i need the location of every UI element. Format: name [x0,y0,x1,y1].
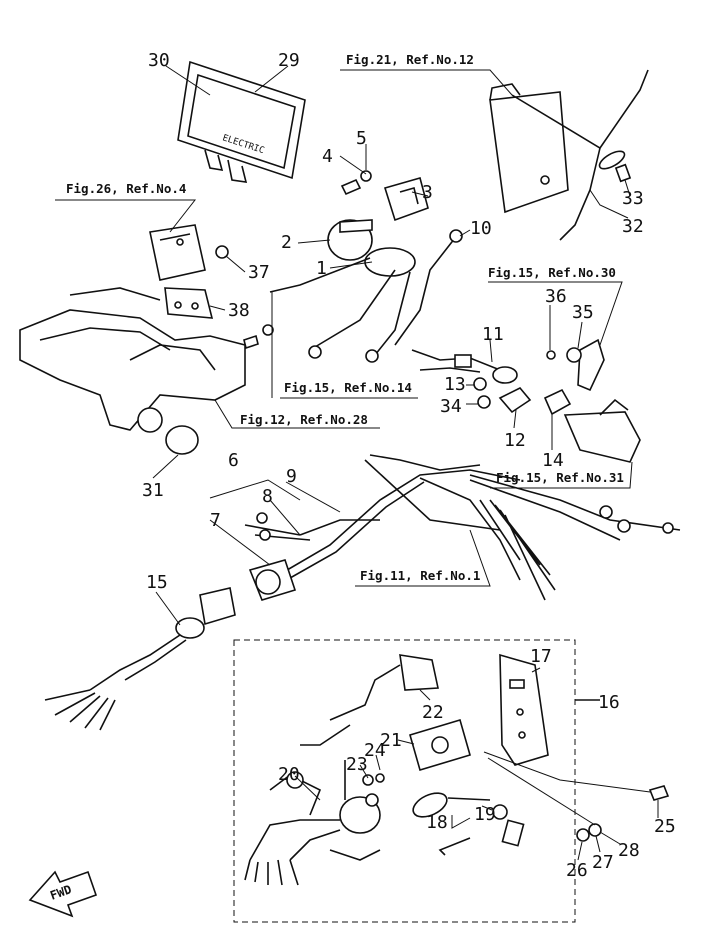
part-number-34: 34 [440,396,462,417]
part-number-16: 16 [598,692,620,713]
part-number-15: 15 [146,572,168,593]
figure-reference-labels: Fig.21, Ref.No.12 Fig.26, Ref.No.4 Fig.1… [55,52,633,587]
mount-bracket [149,224,229,281]
electrical-box [489,69,649,241]
part-number-19: 19 [474,804,496,825]
part-number-9: 9 [286,466,297,487]
part-number-38: 38 [228,300,250,321]
lever [546,338,605,392]
part-number-20: 20 [278,764,300,785]
part-number-36: 36 [545,286,567,307]
part-number-33: 33 [622,188,644,209]
part-number-labels: 30 29 5 4 3 2 1 10 37 38 11 13 34 12 14 … [142,50,676,881]
ref-fig15-30: Fig.15, Ref.No.30 [488,265,616,280]
nuts-and-bolts [576,785,670,842]
ref-fig21: Fig.21, Ref.No.12 [346,52,474,67]
part-number-21: 21 [380,730,402,751]
part-number-13: 13 [444,374,466,395]
part-number-32: 32 [622,216,644,237]
clips-and-shaft [498,387,641,463]
starter-solenoid [269,219,416,363]
ref-fig15-14: Fig.15, Ref.No.14 [284,380,412,395]
mounting-plate [499,653,549,766]
part-number-11: 11 [482,324,504,345]
ref-fig11: Fig.11, Ref.No.1 [360,568,480,583]
part-number-29: 29 [278,50,300,71]
part-number-27: 27 [592,852,614,873]
part-number-6: 6 [228,450,239,471]
engine-housing [19,287,246,455]
extension-harness [44,587,236,731]
part-number-30: 30 [148,50,170,71]
part-number-28: 28 [618,840,640,861]
ref-fig15-31: Fig.15, Ref.No.31 [496,470,624,485]
part-number-17: 17 [530,646,552,667]
part-number-31: 31 [142,480,164,501]
part-number-2: 2 [281,232,292,253]
part-number-37: 37 [248,262,270,283]
part-number-1: 1 [316,258,327,279]
lead-wire [394,229,463,346]
switch-holder [409,719,471,771]
part-number-25: 25 [654,816,676,837]
part-number-35: 35 [572,302,594,323]
main-harness [244,454,681,601]
part-number-3: 3 [422,182,433,203]
part-number-22: 22 [422,702,444,723]
ref-fig12: Fig.12, Ref.No.28 [240,412,368,427]
terminal-block [164,287,274,350]
part-number-14: 14 [542,450,564,471]
ref-fig26: Fig.26, Ref.No.4 [66,181,186,196]
fwd-arrow: FWD [28,870,98,918]
part-number-7: 7 [210,510,221,531]
electric-cover: ELECTRIC [177,60,306,183]
part-number-8: 8 [262,486,273,507]
solenoid-bracket [340,170,429,222]
part-number-23: 23 [346,754,368,775]
part-number-26: 26 [566,860,588,881]
part-number-12: 12 [504,430,526,451]
fwd-label: FWD [48,882,73,903]
part-number-10: 10 [470,218,492,239]
part-number-4: 4 [322,146,333,167]
ignition-harness [244,760,525,886]
part-number-24: 24 [364,740,386,761]
callout-leaders [152,65,659,861]
part-number-18: 18 [426,812,448,833]
switch-assembly [411,349,518,409]
toggle-switch [300,654,439,746]
part-number-5: 5 [356,128,367,149]
